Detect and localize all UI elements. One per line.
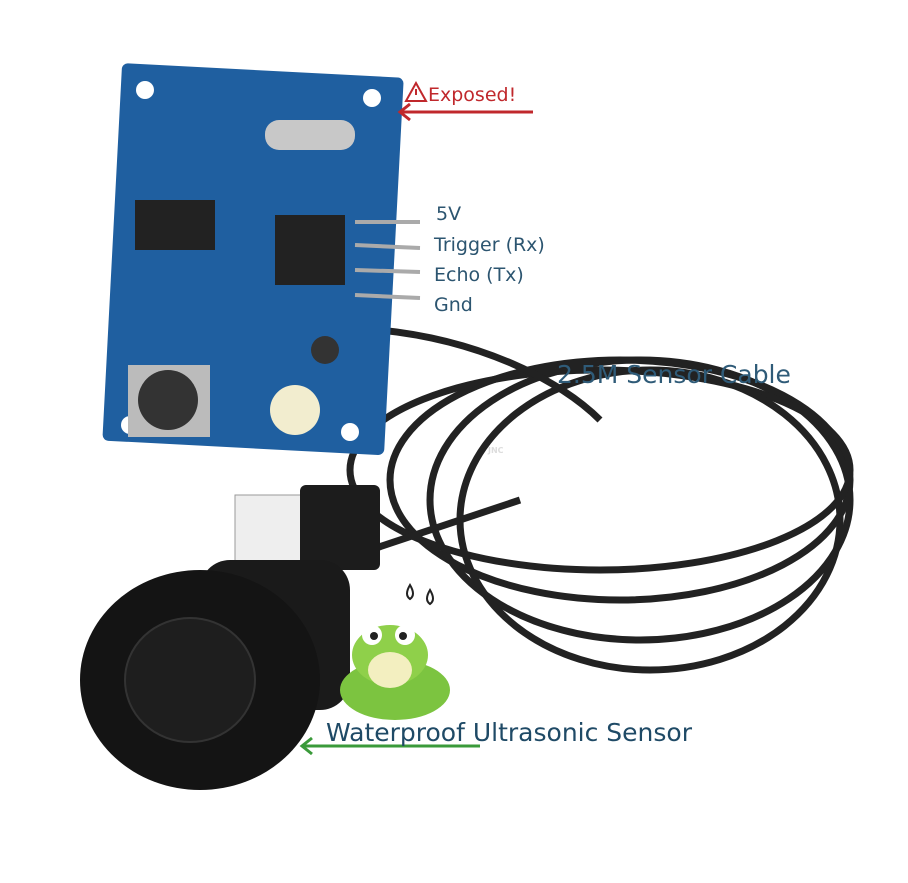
sensor-cable [338, 326, 854, 674]
waterproof-arrow [299, 736, 480, 756]
ultrasonic-sensor [80, 560, 350, 790]
pin-label-5v: 5V [436, 203, 462, 225]
pin-label-trigger: Trigger (Rx) [434, 234, 545, 256]
sweat-drops-icon [406, 583, 434, 606]
circuit-board [102, 63, 421, 455]
warning-triangle-icon [404, 80, 428, 102]
frog-illustration [340, 625, 450, 720]
waterproof-label: Waterproof [326, 718, 465, 747]
pin-label-echo: Echo (Tx) [434, 264, 524, 286]
exposed-arrow [397, 102, 533, 122]
pin-label-gnd: Gnd [434, 294, 473, 316]
sensor-caption: Waterproof Ultrasonic Sensor [326, 718, 692, 747]
sensor-label: Ultrasonic Sensor [464, 718, 692, 747]
cable-label: 2.5M Sensor Cable [557, 360, 791, 389]
connector-plug [234, 494, 306, 571]
exposed-label: Exposed! [428, 84, 517, 106]
cable-marking: JNC [488, 446, 504, 455]
